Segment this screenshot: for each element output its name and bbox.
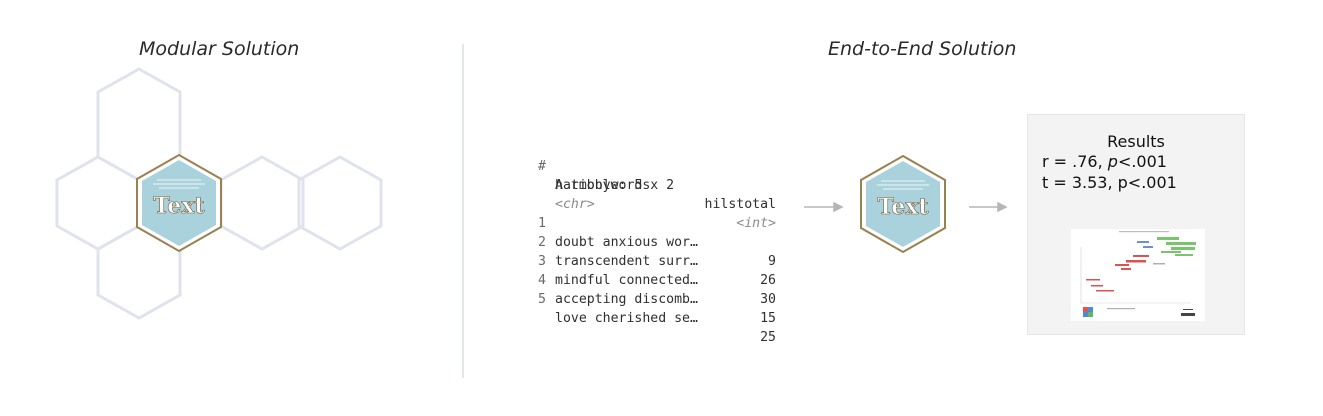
logo-text: Text [153,193,205,219]
table-row: 2 transcendent surr… 26 [538,235,776,288]
logo-text: Text [877,194,929,220]
tibble-column-headers: harmonywords hilstotal [538,157,776,212]
text-package-logo-right: Text [860,154,946,254]
results-t-test: t = 3.53, p<.001 [1042,173,1177,192]
word-projection-plot-thumbnail [1071,229,1205,321]
column-header-total: hilstotal [704,197,776,212]
results-title: Results [1107,132,1165,151]
table-row: 3 mindful connected… 30 [538,254,776,307]
table-row: 5 love cherished se… 25 [538,292,776,345]
tibble-column-types: <chr> <int> [538,176,776,231]
column-type-words: <chr> [555,197,595,212]
column-header-words: harmonywords [555,178,651,193]
results-correlation: r = .76, p<.001 [1042,152,1167,171]
table-row: 1 doubt anxious wor… 9 [538,216,776,269]
text-package-logo-left: Text [136,153,222,253]
tibble-header-row: # A tibble: 5 x 2 [538,159,675,193]
end-to-end-solution-title: End-to-End Solution [828,38,1017,60]
hexagon-right-1 [219,155,305,251]
modular-solution-title: Modular Solution [139,38,300,60]
hexagon-left [55,155,141,251]
results-panel: Results r = .76, p<.001 t = 3.53, p<.001 [1027,114,1245,335]
hexagon-right-2 [297,155,383,251]
section-divider [462,44,464,378]
tibble-output: # A tibble: 5 x 2 harmonywords hilstotal… [538,138,776,345]
table-row: 4 accepting discomb… 15 [538,273,776,326]
column-type-total: <int> [736,216,776,231]
